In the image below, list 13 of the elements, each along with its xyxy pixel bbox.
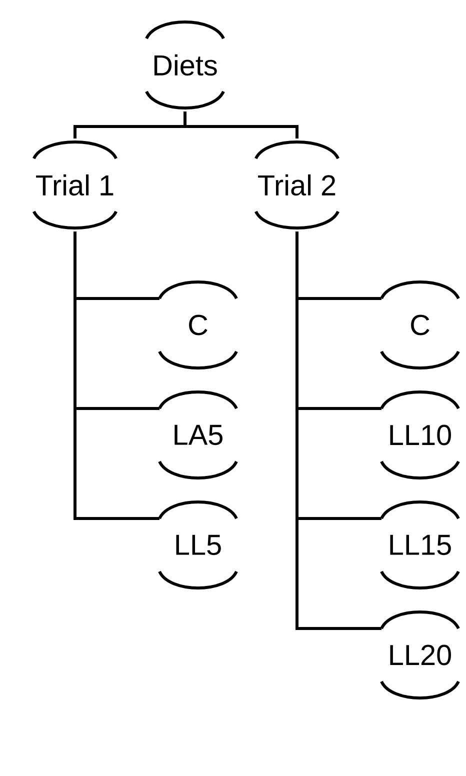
diet-node: LL15 [380, 500, 460, 590]
diet-node: Trial 1 [32, 140, 118, 230]
diet-node: LA5 [158, 390, 238, 480]
diet-node: C [380, 280, 460, 370]
connector-line [184, 112, 298, 138]
diet-node: LL5 [158, 500, 238, 590]
diet-node: C [158, 280, 238, 370]
diet-node: LL10 [380, 390, 460, 480]
connector-line [296, 232, 382, 630]
diet-node: Trial 2 [254, 140, 340, 230]
diet-node: Diets [145, 20, 225, 110]
diet-node: LL20 [380, 610, 460, 700]
connector-line [74, 232, 160, 520]
